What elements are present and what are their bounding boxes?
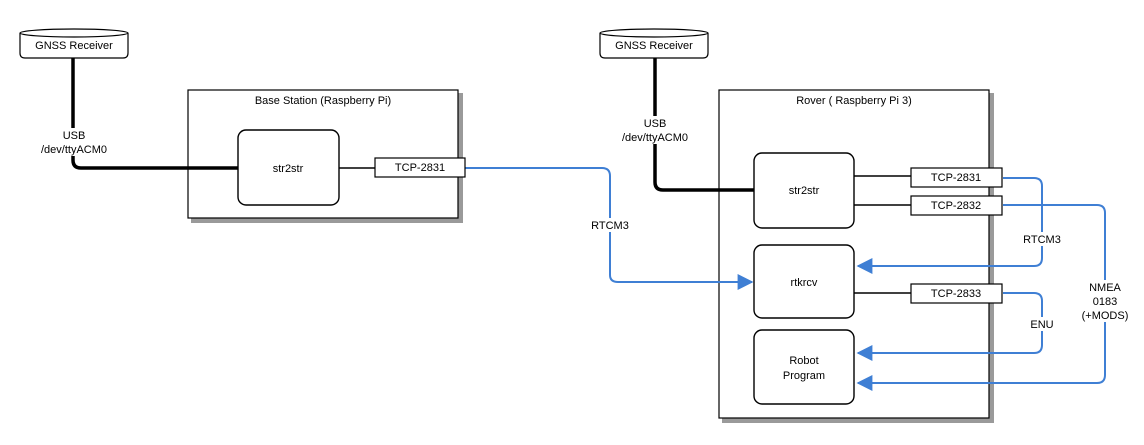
usb-cable-right: [653, 58, 755, 192]
nmea-line3: (+MODS): [1082, 310, 1129, 322]
robot-program-label-line1: Robot: [789, 355, 818, 367]
enu-label: ENU: [1027, 317, 1057, 331]
gnss-right-label: GNSS Receiver: [615, 40, 693, 52]
str2str-base-node: str2str: [237, 129, 340, 206]
nmea-line1: NMEA: [1089, 282, 1121, 294]
tcp-port-rover-2831: TCP-2831: [910, 167, 1003, 188]
rtkrcv-node: rtkrcv: [753, 244, 855, 319]
tcp-port-rover-2833: TCP-2833: [910, 283, 1003, 304]
tcp-port-rover-2832: TCP-2832: [910, 195, 1003, 216]
rtcm3-main-text: RTCM3: [591, 220, 629, 232]
nmea-label: NMEA 0183 (+MODS): [1079, 280, 1131, 322]
usb-right-line1: USB: [644, 118, 667, 130]
rtcm3-rover-label: RTCM3: [1020, 232, 1064, 246]
usb-right-line2: /dev/ttyACM0: [622, 132, 688, 144]
tcp-port-base-2831: TCP-2831: [374, 157, 466, 178]
usb-left-line2: /dev/ttyACM0: [41, 144, 107, 156]
usb-right-label: USB /dev/ttyACM0: [620, 116, 690, 144]
usb-left-label: USB /dev/ttyACM0: [40, 128, 108, 156]
gnss-receiver-right: GNSS Receiver: [599, 28, 709, 59]
gnss-receiver-left: GNSS Receiver: [19, 28, 129, 59]
str2str-base-label: str2str: [273, 163, 304, 175]
enu-text: ENU: [1030, 319, 1053, 331]
internal-links: [339, 167, 911, 294]
rover-title: Rover ( Raspberry Pi 3): [796, 95, 912, 107]
robot-program-label-line2: Program: [783, 370, 825, 382]
str2str-rover-label: str2str: [789, 185, 820, 197]
rtcm3-main-label: RTCM3: [588, 218, 632, 232]
nmea-line2: 0183: [1093, 296, 1117, 308]
gnss-left-label: GNSS Receiver: [35, 40, 113, 52]
tcp-rover-2833-label: TCP-2833: [931, 288, 981, 300]
rtkrcv-label: rtkrcv: [791, 277, 818, 289]
usb-cable-left: [71, 58, 238, 170]
str2str-rover-node: str2str: [753, 152, 855, 229]
robot-program-node: Robot Program: [753, 329, 855, 405]
tcp-base-2831-label: TCP-2831: [395, 162, 445, 174]
rtcm3-rover-text: RTCM3: [1023, 234, 1061, 246]
tcp-rover-2832-label: TCP-2832: [931, 200, 981, 212]
base-station-title: Base Station (Raspberry Pi): [255, 95, 391, 107]
edge-rtcm3-rover: [856, 177, 1043, 274]
usb-left-line1: USB: [63, 130, 86, 142]
tcp-rover-2831-label: TCP-2831: [931, 172, 981, 184]
